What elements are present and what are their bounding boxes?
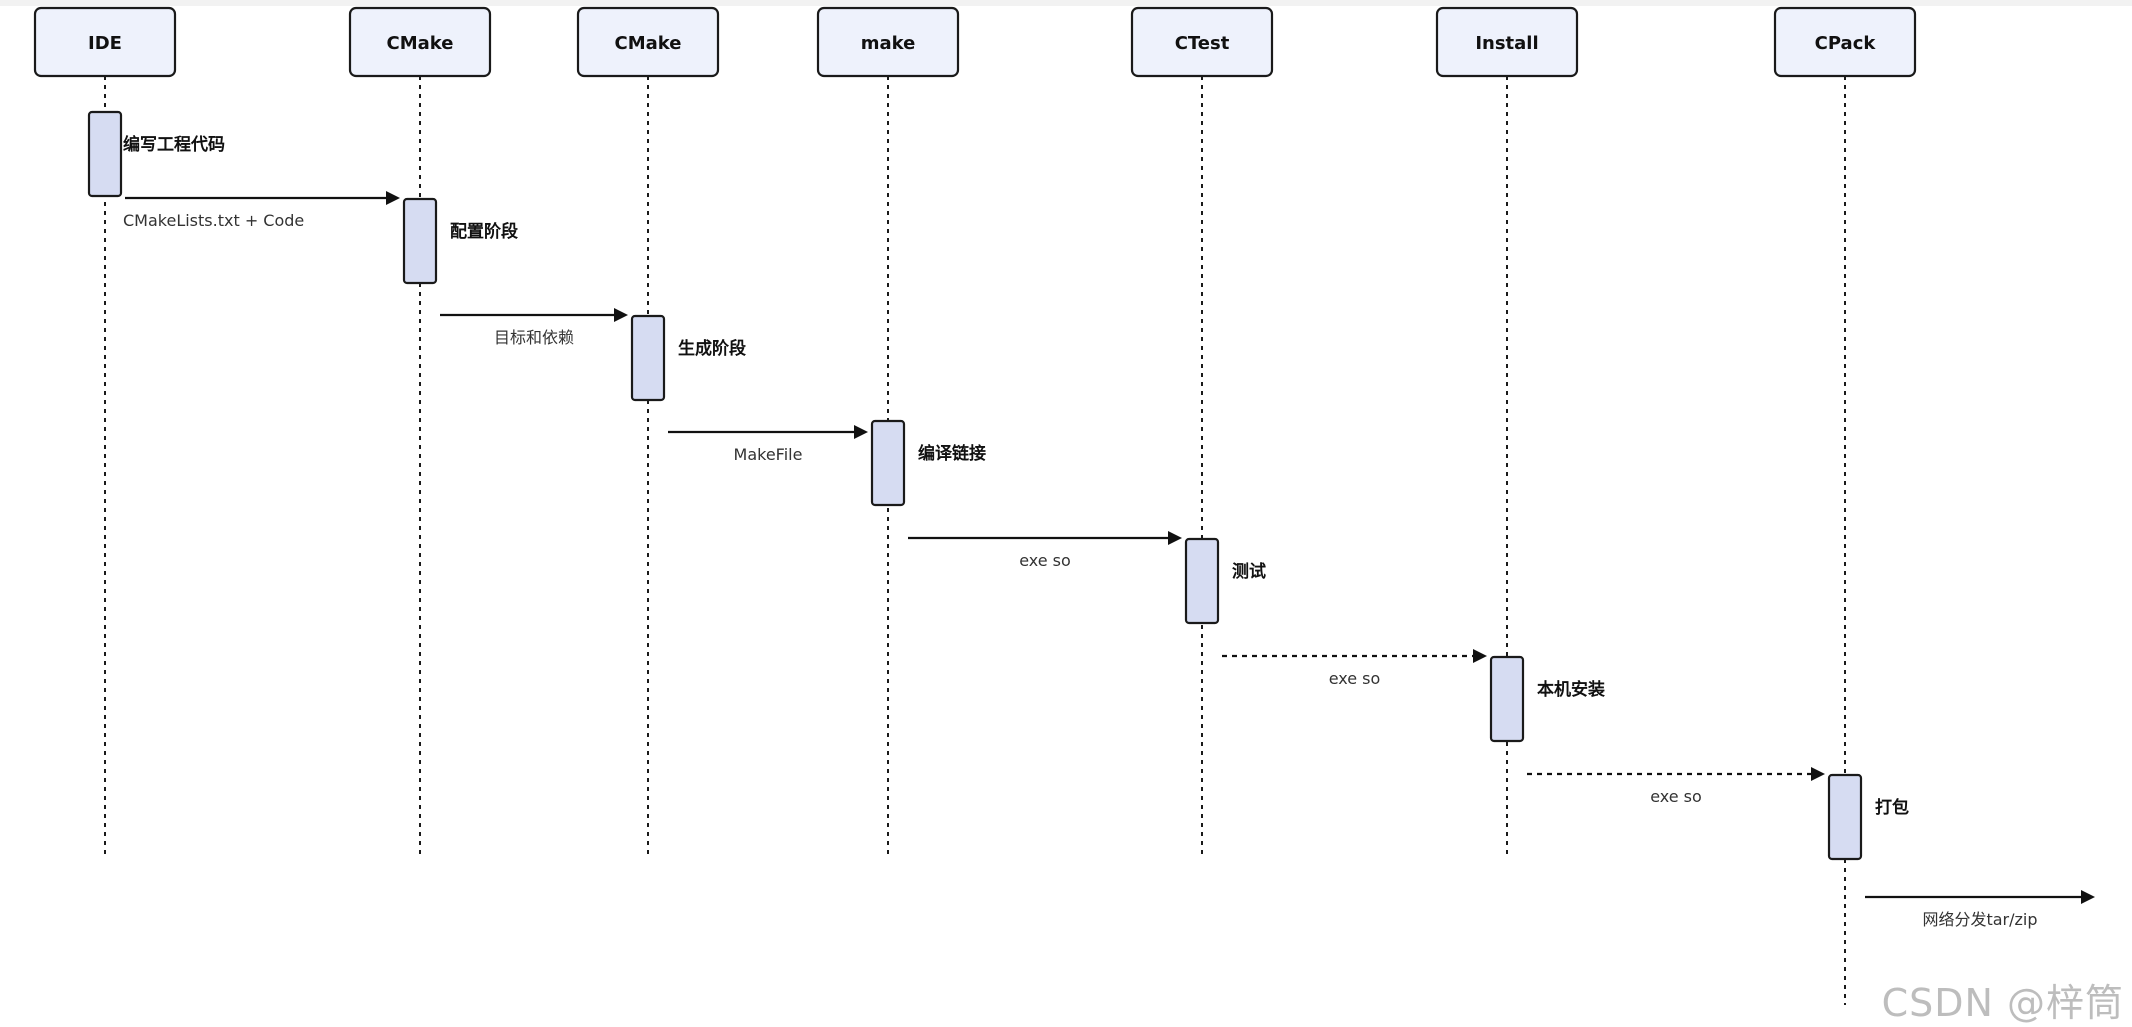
activation-box-5 (1184, 537, 1220, 625)
message-arrowhead-5 (1473, 649, 1487, 663)
activation-label-6: 本机安装 (1537, 679, 1605, 700)
actor-label-cpack: CPack (1815, 33, 1877, 54)
message-arrowhead-4 (1168, 531, 1182, 545)
message-label-1: CMakeLists.txt + Code (123, 211, 304, 230)
message-label-3: MakeFile (734, 445, 803, 464)
message-label-7: 网络分发tar/zip (1922, 910, 2037, 929)
activation-label-4: 编译链接 (918, 443, 986, 464)
activation-label-2: 配置阶段 (450, 221, 518, 242)
activation-box-6 (1489, 655, 1525, 743)
activation-box-3 (630, 314, 666, 402)
actor-label-make: make (861, 33, 916, 54)
actor-label-cmake2: CMake (615, 33, 682, 54)
message-arrowhead-7 (2081, 890, 2095, 904)
actor-box-cpack (1773, 6, 1917, 78)
activation-label-7: 打包 (1875, 797, 1909, 818)
message-arrowhead-1 (386, 191, 400, 205)
message-arrowhead-6 (1811, 767, 1825, 781)
activation-label-5: 测试 (1232, 561, 1266, 582)
actor-label-ide: IDE (88, 33, 122, 54)
activation-box-7 (1827, 773, 1863, 861)
activation-label-1: 编写工程代码 (123, 134, 225, 155)
message-label-6: exe so (1650, 787, 1702, 806)
activation-box-4 (870, 419, 906, 507)
actor-box-ctest (1130, 6, 1274, 78)
activation-box-2 (402, 197, 438, 285)
message-label-5: exe so (1329, 669, 1381, 688)
activation-label-3: 生成阶段 (678, 338, 746, 359)
activation-box-1 (87, 110, 123, 198)
actor-box-make (816, 6, 960, 78)
actor-box-cmake2 (576, 6, 720, 78)
message-arrowhead-3 (854, 425, 868, 439)
actor-box-cmake1 (348, 6, 492, 78)
message-label-2: 目标和依赖 (494, 328, 574, 347)
actor-label-install: Install (1475, 33, 1538, 54)
actor-label-cmake1: CMake (387, 33, 454, 54)
actor-box-ide (33, 6, 177, 78)
message-arrowhead-2 (614, 308, 628, 322)
actor-box-install (1435, 6, 1579, 78)
watermark: CSDN @梓筒 (1881, 981, 2124, 1025)
message-label-4: exe so (1019, 551, 1071, 570)
top-bar (0, 0, 2132, 6)
actor-label-ctest: CTest (1175, 33, 1230, 54)
